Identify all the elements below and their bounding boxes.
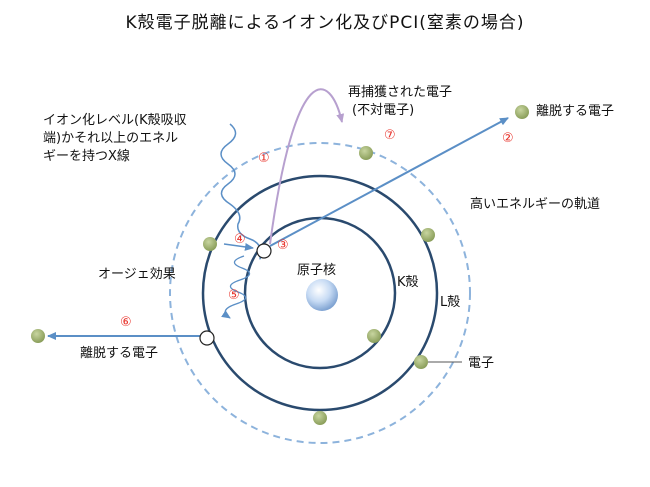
electron-ejected-right: [515, 105, 529, 119]
xray-wave: [220, 123, 266, 260]
l-shell-vacancy: [199, 330, 215, 346]
electron-recaptured: [359, 146, 373, 160]
recaptured-label-line1: 再捕獲された電子: [348, 85, 453, 100]
electron-l-shell-right-lower: [414, 355, 428, 369]
step-4-number: ④: [234, 232, 246, 247]
diagram-title: K殻電子脱離によるイオン化及びPCI(窒素の場合): [125, 13, 525, 33]
step-2-number: ②: [502, 131, 514, 146]
transition-arrow: [223, 242, 254, 251]
electron-l-shell-left: [203, 237, 217, 251]
k-shell-vacancy: [256, 243, 272, 259]
recapture-arrow: [269, 88, 345, 245]
ejected-electron-right-label: 離脱する電子: [536, 104, 615, 119]
auger-effect-label: オージェ効果: [98, 267, 176, 282]
electron-ejected-left: [31, 329, 45, 343]
xray-label-line3: ギーを持つX線: [43, 149, 130, 164]
l-shell-label: L殻: [440, 295, 461, 310]
ejected-electron-left-label: 離脱する電子: [80, 346, 159, 361]
recaptured-label-line2: (不対電子): [352, 103, 415, 118]
high-energy-orbit-label: 高いエネルギーの軌道: [470, 197, 601, 212]
step-3-number: ③: [277, 238, 289, 253]
nucleus: [306, 279, 338, 311]
step-6-number: ⑥: [120, 315, 132, 330]
electron-k-shell: [367, 329, 381, 343]
k-shell-label: K殻: [397, 275, 419, 290]
nucleus-label: 原子核: [297, 263, 337, 278]
l-shell-orbit: [201, 174, 439, 412]
step-5-number: ⑤: [228, 288, 240, 303]
ejection-arrow-right: [269, 117, 509, 247]
electron-label: 電子: [468, 356, 495, 371]
step-7-number: ⑦: [384, 128, 396, 143]
xray-label-line1: イオン化レベル(K殻吸収: [43, 113, 187, 128]
electron-l-shell-right: [421, 228, 435, 242]
step-1-number: ①: [258, 151, 270, 166]
electron-l-shell-bottom: [313, 411, 327, 425]
outer-orbit-high-energy: [169, 142, 471, 444]
auger-wave: [221, 255, 251, 319]
xray-label-line2: 端)かそれ以上のエネル: [43, 131, 179, 146]
